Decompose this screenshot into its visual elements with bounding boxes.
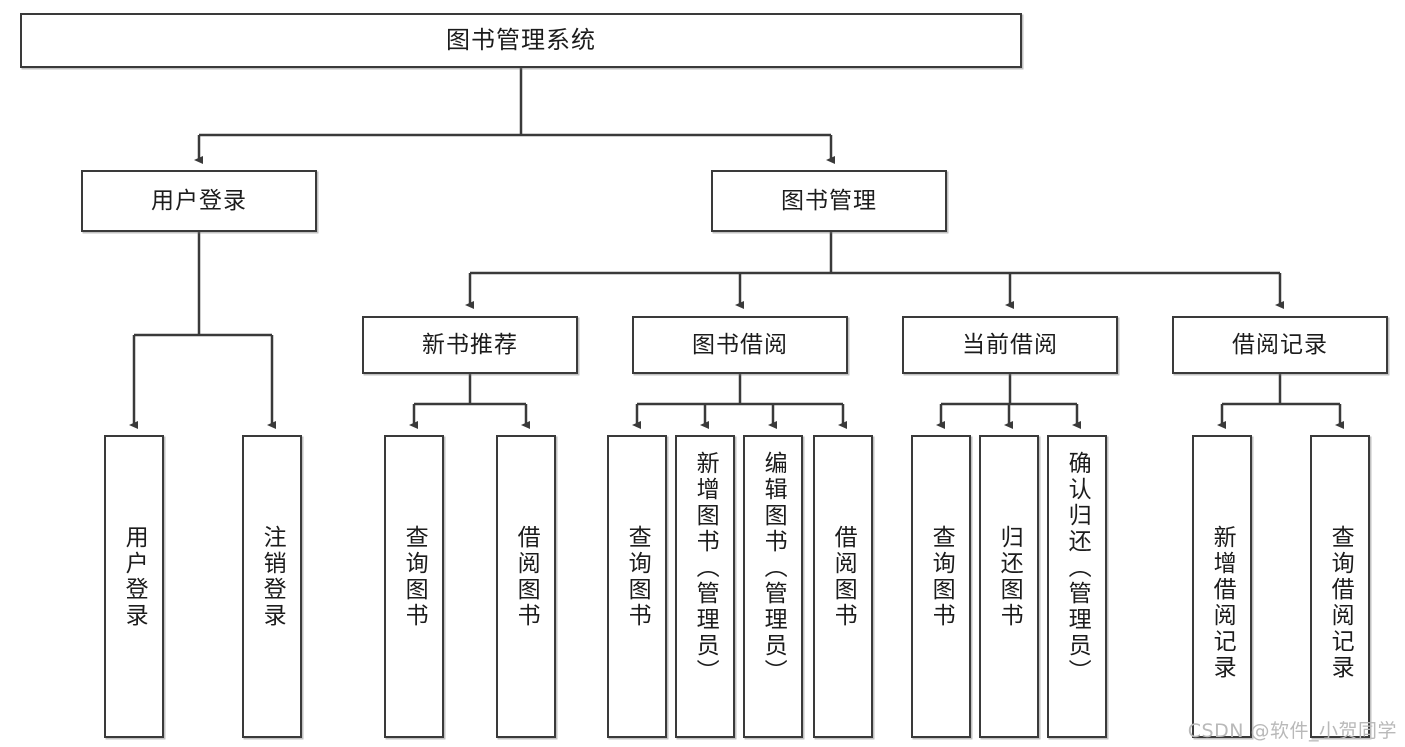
leaf-query-borrow-record[interactable]: 查询借阅记录 <box>1310 435 1370 738</box>
leaf-borrow-book-recommend[interactable]: 借阅图书 <box>496 435 556 738</box>
node-label: 用户登录 <box>121 525 148 629</box>
leaf-borrow-book[interactable]: 借阅图书 <box>813 435 873 738</box>
node-label: 查询图书 <box>401 525 428 629</box>
leaf-add-book-admin[interactable]: 新增图书（管理员） <box>675 435 735 738</box>
node-label: 图书借阅 <box>692 331 788 358</box>
leaf-user-login[interactable]: 用户登录 <box>104 435 164 738</box>
node-label: 借阅记录 <box>1232 331 1328 358</box>
node-label: 图书管理系统 <box>446 25 596 54</box>
node-borrow-record[interactable]: 借阅记录 <box>1172 316 1388 374</box>
node-user-login[interactable]: 用户登录 <box>81 170 317 232</box>
node-label: 查询图书 <box>928 525 955 629</box>
node-label: 查询图书 <box>624 525 651 629</box>
node-root-system[interactable]: 图书管理系统 <box>20 13 1022 68</box>
node-label: 编辑图书（管理员） <box>760 451 787 685</box>
node-label: 注销登录 <box>259 525 286 629</box>
node-new-book-recommend[interactable]: 新书推荐 <box>362 316 578 374</box>
node-label: 借阅图书 <box>830 525 857 629</box>
watermark-text: CSDN @软件_小贺同学 <box>1187 720 1397 742</box>
leaf-add-borrow-record[interactable]: 新增借阅记录 <box>1192 435 1252 738</box>
node-label: 归还图书 <box>996 525 1023 629</box>
node-label: 用户登录 <box>151 187 247 214</box>
node-book-borrow[interactable]: 图书借阅 <box>632 316 848 374</box>
node-label: 借阅图书 <box>513 525 540 629</box>
leaf-edit-book-admin[interactable]: 编辑图书（管理员） <box>743 435 803 738</box>
leaf-logout[interactable]: 注销登录 <box>242 435 302 738</box>
node-current-borrow[interactable]: 当前借阅 <box>902 316 1118 374</box>
leaf-query-book-recommend[interactable]: 查询图书 <box>384 435 444 738</box>
node-label: 新增借阅记录 <box>1209 525 1236 681</box>
node-label: 当前借阅 <box>962 331 1058 358</box>
node-book-management[interactable]: 图书管理 <box>711 170 947 232</box>
leaf-query-book-current[interactable]: 查询图书 <box>911 435 971 738</box>
leaf-query-book-borrow[interactable]: 查询图书 <box>607 435 667 738</box>
leaf-confirm-return-admin[interactable]: 确认归还（管理员） <box>1047 435 1107 738</box>
node-label: 新增图书（管理员） <box>692 451 719 685</box>
node-label: 确认归还（管理员） <box>1064 451 1091 685</box>
leaf-return-book[interactable]: 归还图书 <box>979 435 1039 738</box>
node-label: 图书管理 <box>781 187 877 214</box>
node-label: 查询借阅记录 <box>1327 525 1354 681</box>
node-label: 新书推荐 <box>422 331 518 358</box>
